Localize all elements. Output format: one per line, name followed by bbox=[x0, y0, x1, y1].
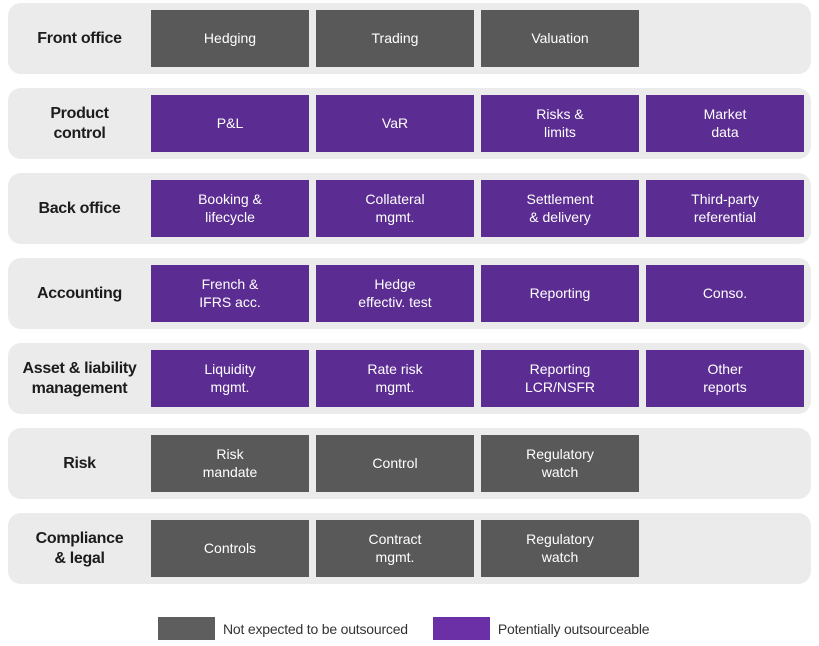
box-regulatory-watch-compliance: Regulatory watch bbox=[481, 520, 639, 577]
category-row-risk: Risk Risk mandate Control Regulatory wat… bbox=[8, 428, 811, 499]
category-label-compliance-legal: Compliance & legal bbox=[35, 530, 124, 567]
box-group-back-office: Booking & lifecycle Collateral mgmt. Set… bbox=[151, 180, 804, 237]
box-pnl: P&L bbox=[151, 95, 309, 152]
box-other-reports: Other reports bbox=[646, 350, 804, 407]
box-market-data: Market data bbox=[646, 95, 804, 152]
box-hedge-effectiv-test: Hedge effectiv. test bbox=[316, 265, 474, 322]
box-group-front-office: Hedging Trading Valuation bbox=[151, 10, 639, 67]
box-risk-mandate: Risk mandate bbox=[151, 435, 309, 492]
category-label-asset-liability-management: Asset & liability management bbox=[22, 360, 137, 397]
box-trading: Trading bbox=[316, 10, 474, 67]
box-booking-lifecycle: Booking & lifecycle bbox=[151, 180, 309, 237]
category-label-front-office: Front office bbox=[37, 29, 122, 47]
category-label-back-office: Back office bbox=[38, 199, 121, 217]
box-reporting-lcr-nsfr: Reporting LCR/NSFR bbox=[481, 350, 639, 407]
legend-swatch-not-outsourced bbox=[158, 617, 215, 640]
category-row-back-office: Back office Booking & lifecycle Collater… bbox=[8, 173, 811, 244]
box-reporting: Reporting bbox=[481, 265, 639, 322]
box-group-compliance-legal: Controls Contract mgmt. Regulatory watch bbox=[151, 520, 639, 577]
category-row-accounting: Accounting French & IFRS acc. Hedge effe… bbox=[8, 258, 811, 329]
legend-swatch-potentially-outsourceable bbox=[432, 617, 490, 640]
legend-label-potentially-outsourceable: Potentially outsourceable bbox=[497, 620, 650, 637]
box-french-ifrs-acc: French & IFRS acc. bbox=[151, 265, 309, 322]
category-row-asset-liability-management: Asset & liability management Liquidity m… bbox=[8, 343, 811, 414]
box-conso: Conso. bbox=[646, 265, 804, 322]
box-group-product-control: P&L VaR Risks & limits Market data bbox=[151, 95, 804, 152]
box-group-risk: Risk mandate Control Regulatory watch bbox=[151, 435, 639, 492]
box-regulatory-watch-risk: Regulatory watch bbox=[481, 435, 639, 492]
diagram-rows: Front office Hedging Trading Valuation P… bbox=[8, 3, 811, 584]
legend-label-not-outsourced: Not expected to be outsourced bbox=[223, 620, 408, 637]
box-third-party-referential: Third-party referential bbox=[646, 180, 804, 237]
box-valuation: Valuation bbox=[481, 10, 639, 67]
box-contract-mgmt: Contract mgmt. bbox=[316, 520, 474, 577]
box-risks-limits: Risks & limits bbox=[481, 95, 639, 152]
category-row-product-control: Product control P&L VaR Risks & limits M… bbox=[8, 88, 811, 159]
box-rate-risk-mgmt: Rate risk mgmt. bbox=[316, 350, 474, 407]
category-label-risk: Risk bbox=[63, 454, 96, 472]
category-row-compliance-legal: Compliance & legal Controls Contract mgm… bbox=[8, 513, 811, 584]
box-group-asset-liability-management: Liquidity mgmt. Rate risk mgmt. Reportin… bbox=[151, 350, 804, 407]
legend: Not expected to be outsourced Potentiall… bbox=[158, 617, 819, 640]
box-var: VaR bbox=[316, 95, 474, 152]
category-label-accounting: Accounting bbox=[37, 284, 122, 302]
category-row-front-office: Front office Hedging Trading Valuation bbox=[8, 3, 811, 74]
category-label-product-control: Product control bbox=[50, 105, 109, 142]
box-liquidity-mgmt: Liquidity mgmt. bbox=[151, 350, 309, 407]
box-settlement-delivery: Settlement & delivery bbox=[481, 180, 639, 237]
box-hedging: Hedging bbox=[151, 10, 309, 67]
box-controls: Controls bbox=[151, 520, 309, 577]
box-control: Control bbox=[316, 435, 474, 492]
box-collateral-mgmt: Collateral mgmt. bbox=[316, 180, 474, 237]
box-group-accounting: French & IFRS acc. Hedge effectiv. test … bbox=[151, 265, 804, 322]
